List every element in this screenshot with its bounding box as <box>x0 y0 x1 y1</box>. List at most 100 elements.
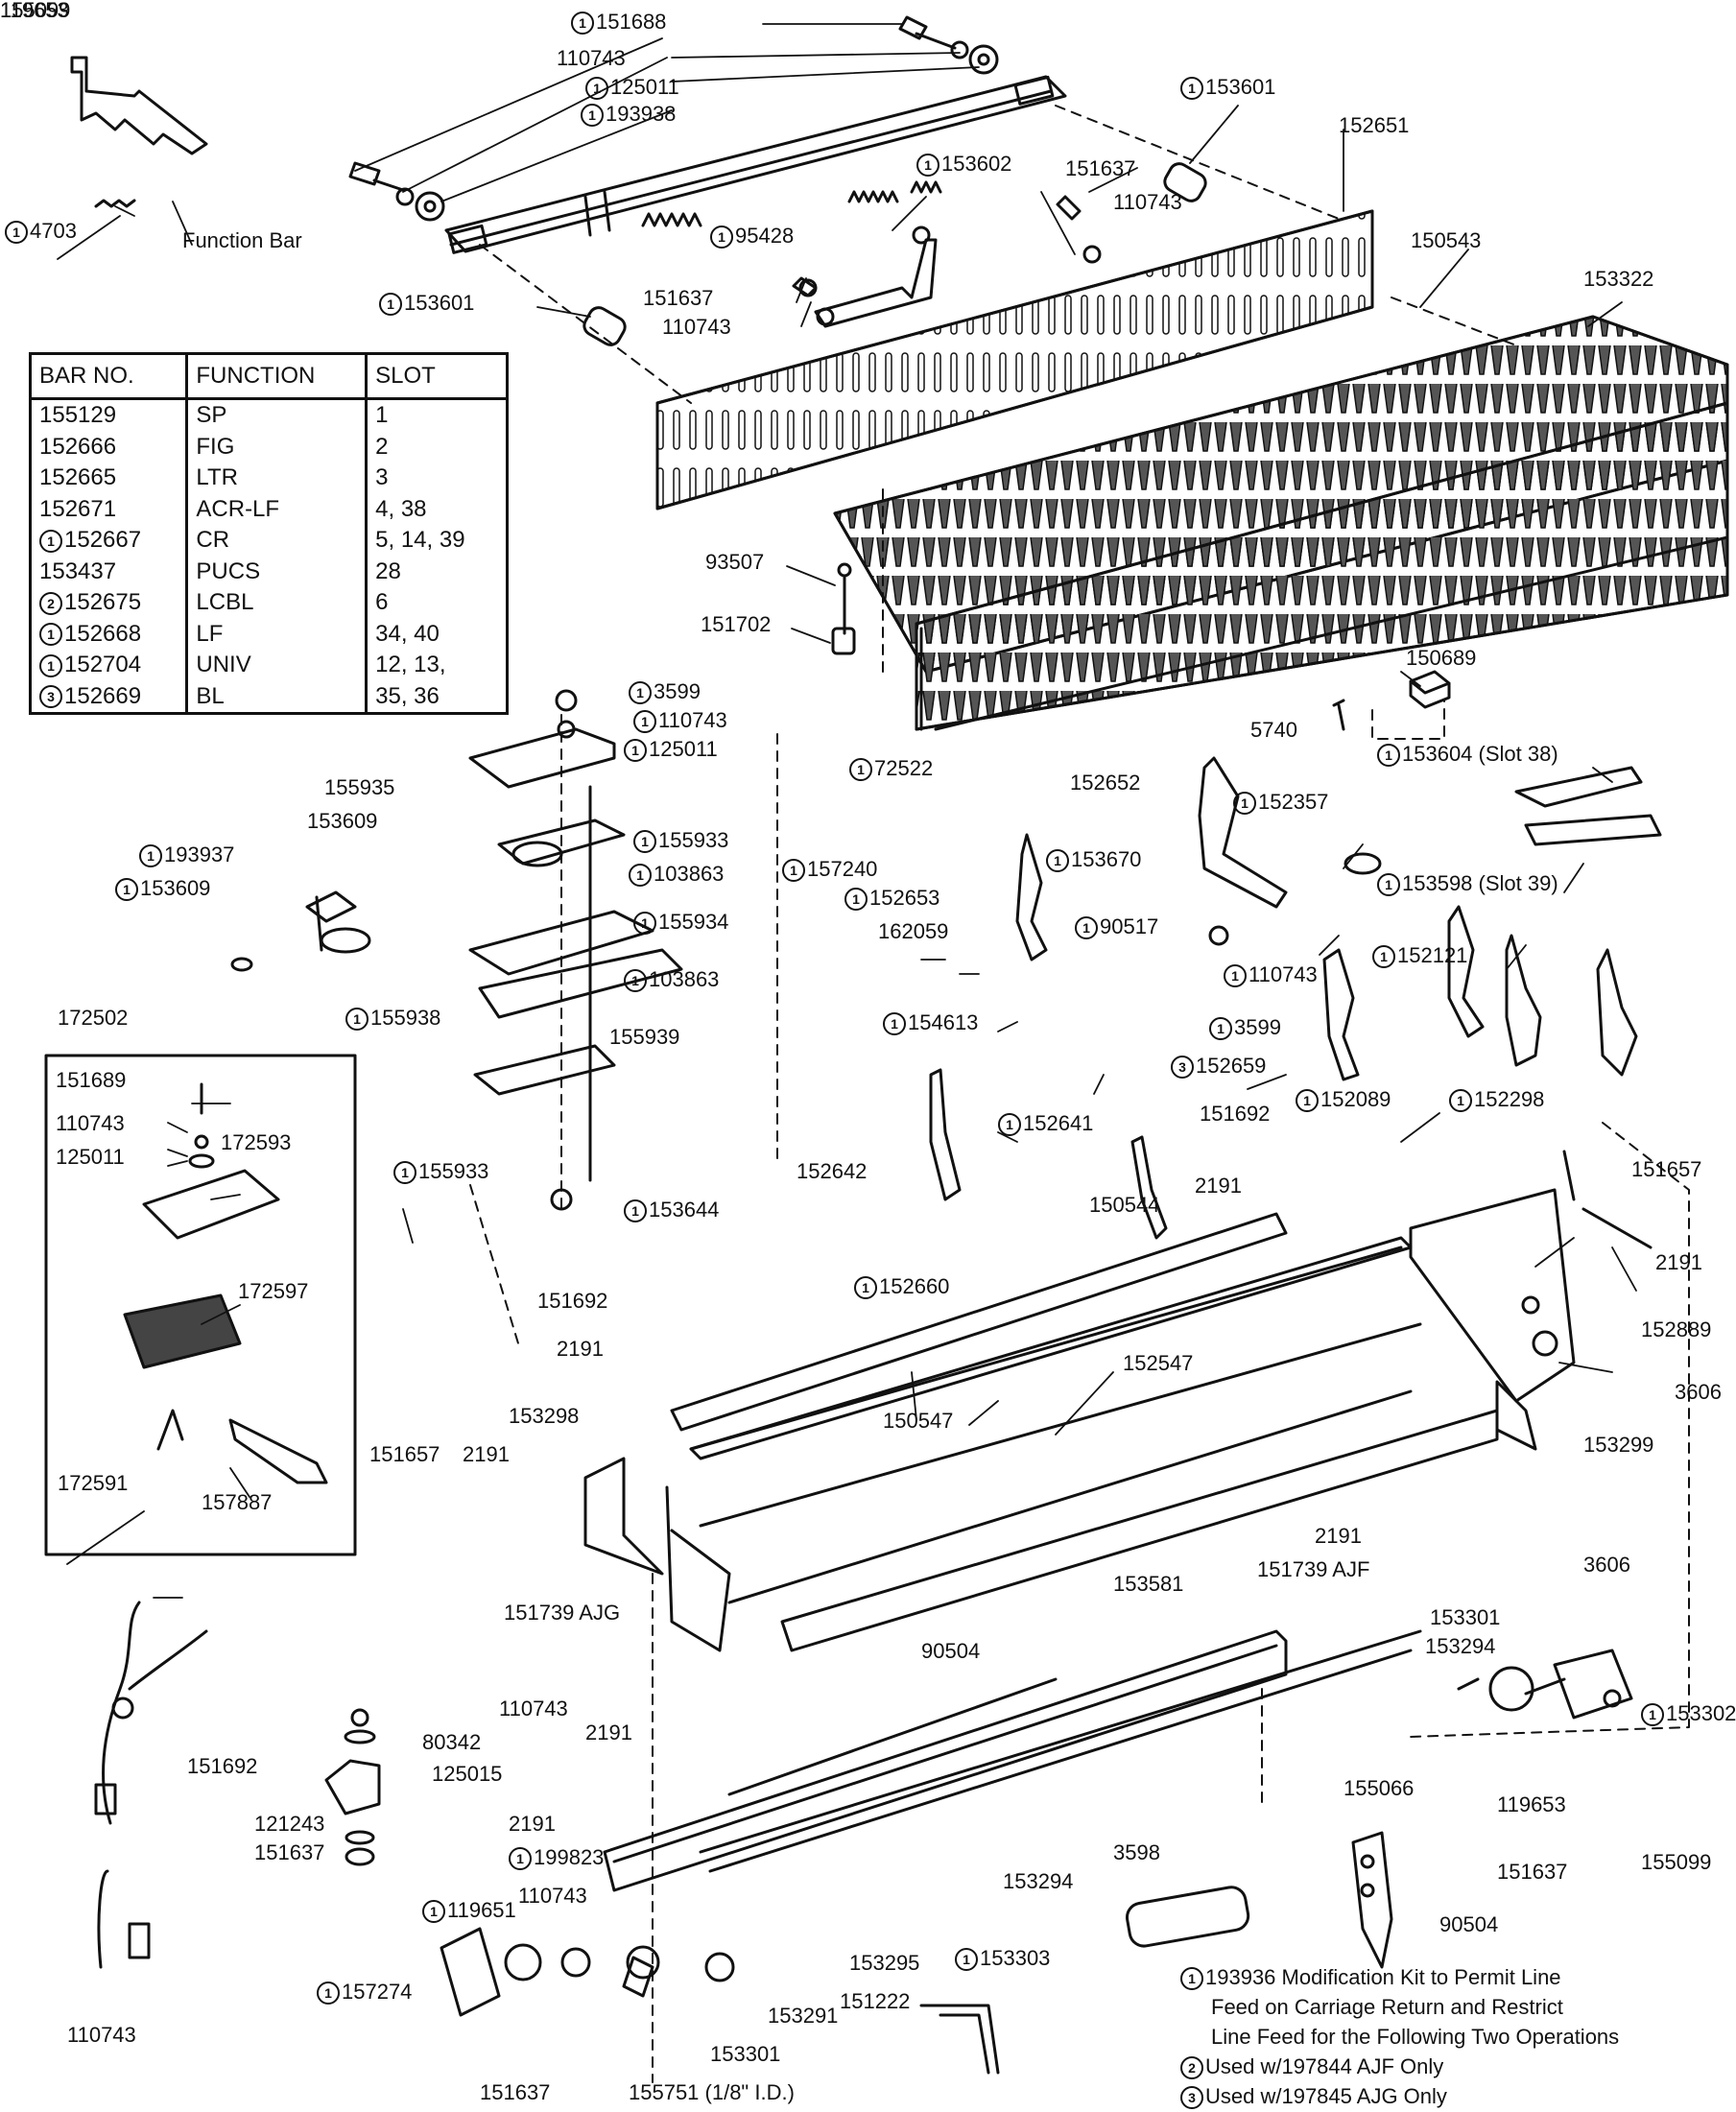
part-number: 110743 <box>662 315 731 339</box>
function-cell: ACR-LF <box>185 493 367 525</box>
part-number: 153299 <box>1583 1433 1654 1457</box>
part-number: 119653 <box>0 0 69 22</box>
part-number: 151637 <box>1065 156 1136 180</box>
footnote-marker: 1 <box>1075 916 1098 940</box>
footnote-marker: 1 <box>624 739 647 763</box>
part-label: 152652 <box>1070 772 1140 794</box>
part-number: 152652 <box>1070 771 1141 795</box>
part-label: 151637 <box>480 2082 550 2103</box>
footnote-marker: 1 <box>629 864 652 888</box>
bar-number-cell: 152671 <box>28 493 187 525</box>
footnote-marker: 1 <box>1180 77 1203 101</box>
part-number: 172597 <box>238 1279 309 1303</box>
bar-number: 152665 <box>39 464 117 491</box>
footnote-text: Line Feed for the Following Two Operatio… <box>1211 2025 1620 2049</box>
part-label: 151657 <box>1631 1159 1701 1180</box>
part-number: 153581 <box>1113 1572 1184 1596</box>
part-number: 154613 <box>908 1010 979 1034</box>
part-label: 110743 <box>499 1698 568 1720</box>
part-label: 157887 <box>202 1492 272 1513</box>
footnote-marker: 1 <box>39 623 62 647</box>
part-label: 151637 <box>643 288 713 309</box>
link-bar <box>444 75 1067 254</box>
part-label: 2191 <box>509 1814 556 1835</box>
part-number: 152651 <box>1339 113 1410 137</box>
function-cell: LTR <box>185 463 367 494</box>
footnote-marker: 1 <box>393 1161 416 1185</box>
part-number: 3598 <box>1113 1840 1160 1864</box>
footnote-marker: 1 <box>854 1276 877 1300</box>
part-label: 110743 <box>67 2025 136 2046</box>
screw-5740 <box>1332 699 1345 731</box>
part-number: 153609 <box>307 809 378 833</box>
footnote-marker: 1 <box>849 758 872 782</box>
footnote-text: Used w/197844 AJF Only <box>1205 2054 1444 2078</box>
part-number: 157240 <box>807 857 878 881</box>
part-number: 3606 <box>1675 1380 1722 1404</box>
part-label: 90504 <box>1439 1914 1498 1935</box>
part-number: 155935 <box>324 775 395 799</box>
part-number: 153291 <box>768 2004 839 2028</box>
bar-number: 152667 <box>64 527 142 554</box>
part-label: 153609 <box>307 811 377 832</box>
part-number: 155099 <box>0 0 71 22</box>
part-label: 110743 <box>557 48 626 69</box>
part-number: 152298 <box>1474 1087 1545 1111</box>
part-label: 2191 <box>1655 1252 1702 1273</box>
bracket-121243 <box>324 1708 381 1866</box>
part-number: 152660 <box>879 1274 950 1298</box>
slot-cell: 12, 13, <box>365 649 508 681</box>
part-number: 155933 <box>418 1159 489 1183</box>
part-number: 193938 <box>606 102 677 126</box>
footnote-marker: 1 <box>509 1847 532 1871</box>
footnote-marker: 1 <box>139 844 162 868</box>
part-number: 150547 <box>883 1409 954 1433</box>
part-number: 90504 <box>1439 1912 1499 1936</box>
slot-cell: 4, 38 <box>365 493 508 525</box>
part-number: 150543 <box>1411 228 1482 252</box>
bar-number: 152704 <box>64 652 142 678</box>
part-number: 153295 <box>849 1951 920 1975</box>
part-number: 90504 <box>921 1639 981 1663</box>
footnote-marker: 1 <box>379 293 402 317</box>
part-label: 151692 <box>187 1756 257 1777</box>
part-number: 172502 <box>58 1006 129 1030</box>
part-label: 155939 <box>609 1027 679 1048</box>
part-number: 152641 <box>1023 1111 1094 1135</box>
part-number: 110743 <box>518 1884 587 1908</box>
footnote-marker: 1 <box>1233 792 1256 816</box>
part-number: 155934 <box>658 910 729 934</box>
part-label: 110743 <box>56 1113 125 1134</box>
part-number: 193937 <box>164 842 235 866</box>
part-number: 95428 <box>735 224 795 248</box>
part-number: 155933 <box>658 828 729 852</box>
part-number: 153302 <box>1666 1701 1736 1725</box>
inset-box-172502 <box>44 1054 357 1556</box>
part-number: 153602 <box>941 152 1012 176</box>
lever-193937 <box>230 890 371 972</box>
part-label: 151739 AJG <box>504 1602 620 1624</box>
part-number: 103863 <box>654 862 725 886</box>
part-number: 151702 <box>701 612 772 636</box>
function-cell: LF <box>185 618 367 650</box>
part-number: 2191 <box>557 1337 604 1361</box>
bar-number-cell: 153437 <box>28 556 187 587</box>
part-label: 151222 <box>840 1991 910 2012</box>
